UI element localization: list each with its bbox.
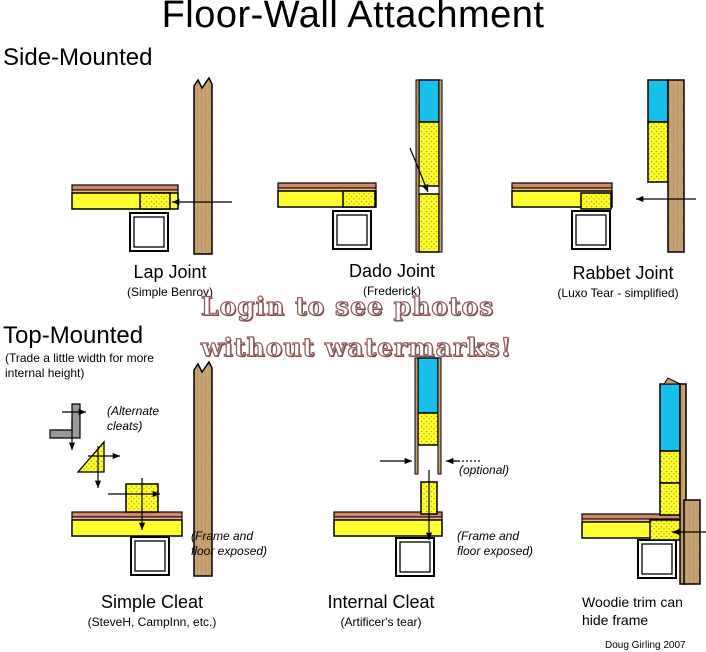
simple-cleat-label: Simple Cleat: [100, 592, 204, 612]
frame-exposed-note-2: (Frame and floor exposed): [457, 529, 534, 558]
dado-joint-label: Dado Joint: [348, 261, 436, 281]
lap-joint-credit: (Simple Benroy): [126, 285, 214, 299]
woodie-arrow-head: [672, 528, 680, 536]
lap-wall-stud: [193, 76, 213, 255]
frame-exposed-note-1: (Frame and floor exposed): [191, 529, 268, 558]
internal-foam-upper: [417, 412, 439, 446]
dado-window-glass: [418, 79, 440, 123]
dado-floor-topboard: [277, 182, 377, 189]
alt-cleat-arrow-1-head: [78, 408, 86, 416]
rabbet-foam: [647, 121, 669, 183]
woodie-foam-1: [659, 450, 681, 484]
woodie-window-glass: [659, 383, 681, 452]
internal-cleat-floor-foam: [333, 519, 443, 537]
internal-cleat-label: Internal Cleat: [327, 592, 435, 612]
simple-cleat-arrow-v-head: [138, 522, 146, 530]
rabbet-joint-credit: (Luxo Tear - simplified): [557, 286, 679, 300]
woodie-wall-top: [663, 377, 681, 385]
internal-cleat-credit: (Artificer's tear): [340, 615, 422, 629]
simple-cleat-credit: (SteveH, CampInn, etc.): [87, 615, 217, 629]
internal-cleat-frame: [395, 537, 435, 577]
woodie-trim-label: Woodie trim can hide frame: [582, 594, 683, 628]
lap-frame: [129, 212, 169, 252]
lap-floor-topboard: [71, 184, 179, 191]
rabbet-frame: [571, 210, 611, 250]
internal-cleat-frame-inner: [399, 541, 431, 573]
dado-arrow: [409, 147, 429, 193]
woodie-foam-2: [659, 482, 681, 516]
section-top-mounted: Top-Mounted: [3, 322, 144, 349]
author-credit: Doug Girling 2007: [605, 640, 686, 651]
alt-cleat-arrow-3-head: [112, 452, 120, 460]
top-mounted-note: (Trade a little width for more internal …: [5, 351, 154, 380]
rabbet-wall-stud: [667, 79, 685, 253]
page-title: Floor-Wall Attachment: [161, 0, 545, 36]
rabbet-arrow-head: [636, 195, 644, 203]
rabbet-floor-topboard: [511, 182, 613, 189]
rabbet-frame-inner: [575, 214, 607, 246]
dado-frame: [332, 210, 372, 250]
simple-cleat-frame: [130, 536, 170, 576]
optional-note: (optional): [459, 463, 510, 477]
dado-joint-credit: (Frederick): [362, 284, 421, 298]
watermark-line-1: Login to see photos: [200, 291, 495, 321]
simple-cleat-wall-stud: [193, 360, 213, 577]
triangle-cleat-icon: [76, 440, 105, 473]
lap-joint-label: Lap Joint: [133, 262, 207, 282]
dado-arrow-head: [422, 184, 429, 192]
internal-wall-outer-skin: [437, 357, 442, 475]
dado-cleat-block: [342, 190, 376, 208]
dado-foam-lower: [418, 193, 440, 253]
internal-window-glass: [417, 357, 439, 414]
simple-cleat-floor-foam: [71, 519, 183, 537]
dado-frame-inner: [336, 214, 368, 246]
lap-arrow-head: [172, 198, 180, 206]
alt-cleat-arrow-2-head: [68, 442, 76, 450]
internal-arrow-optional-head-head: [446, 457, 454, 465]
woodie-frame: [637, 539, 677, 579]
woodie-frame-inner: [641, 543, 673, 575]
alt-cleat-arrow-4-head: [94, 480, 102, 488]
internal-wall-inner-skin: [414, 357, 419, 475]
internal-arrow-left-head: [404, 457, 412, 465]
internal-arrow-down-head: [425, 532, 433, 540]
woodie-trim-board: [683, 499, 701, 585]
rabbet-cleat-block: [580, 192, 612, 210]
dado-wall-outer-skin: [438, 79, 443, 253]
alternate-cleats-note: (Alternate cleats): [107, 404, 160, 433]
angle-cleat-icon: [49, 403, 81, 439]
simple-cleat-arrow-h-head: [152, 490, 160, 498]
lap-frame-inner: [133, 216, 165, 248]
watermark-line-2: without watermarks!: [200, 332, 513, 362]
lap-cleat-block: [139, 192, 171, 210]
rabbet-joint-label: Rabbet Joint: [572, 263, 674, 283]
simple-cleat-frame-inner: [134, 540, 166, 572]
rabbet-window-glass: [647, 79, 669, 123]
section-side-mounted: Side-Mounted: [3, 44, 153, 71]
